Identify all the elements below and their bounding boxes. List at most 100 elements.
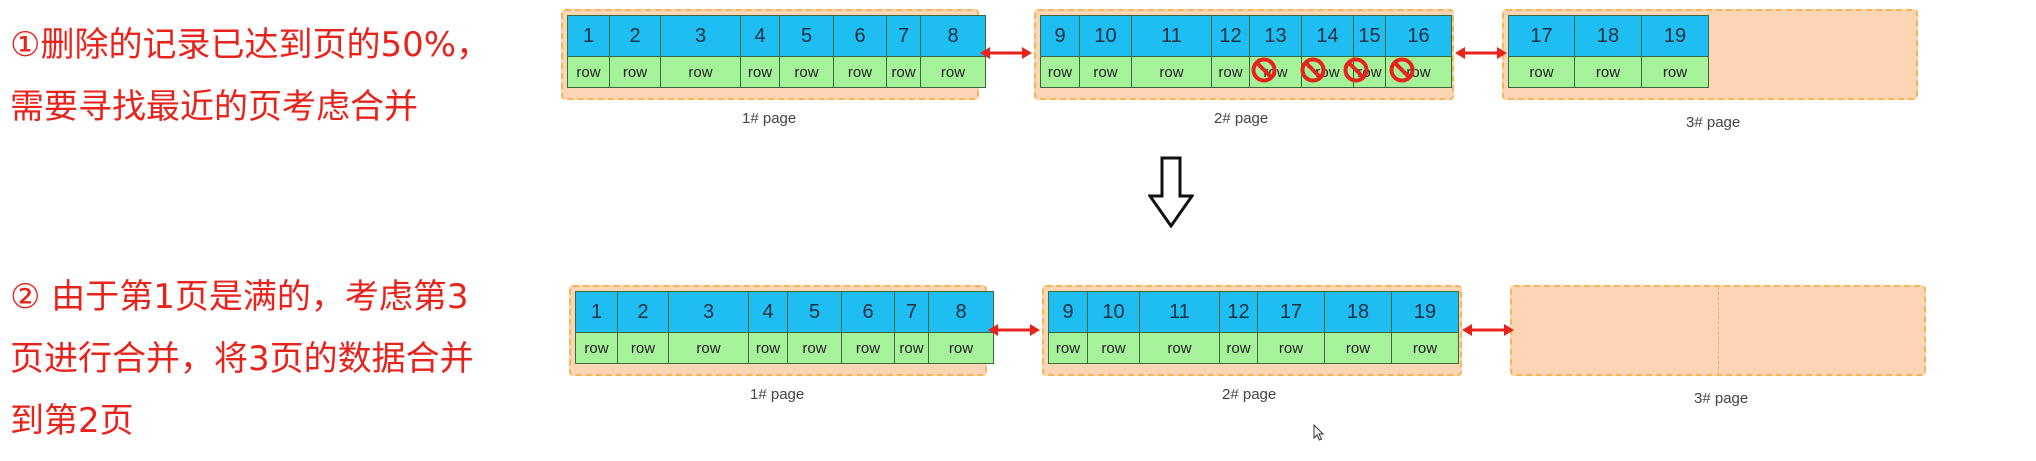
record-key: 9 [1041,16,1079,57]
record-key: 13 [1250,16,1301,57]
record-key: 8 [929,292,993,333]
record-key: 3 [661,16,740,57]
step2-line-3: 到第2页 [10,401,134,441]
record-key: 11 [1140,292,1219,333]
record-key: 1 [568,16,609,57]
bottom-page-3 [1510,285,1926,376]
record-row: row [568,57,609,87]
record-row: row [1392,333,1458,363]
record-row: row [834,57,886,87]
record-key: 2 [610,16,660,57]
double-arrow-icon [1455,47,1507,59]
record-row: row [1212,57,1249,87]
record-key: 12 [1220,292,1257,333]
double-arrow-icon [1462,324,1514,336]
record-row: row [1080,57,1131,87]
prohibited-icon [1251,57,1277,83]
record-key: 4 [741,16,779,57]
record-key: 3 [669,292,748,333]
record-row: row [1220,333,1257,363]
record-key: 6 [842,292,894,333]
prohibited-icon [1343,57,1369,83]
record-key: 18 [1575,16,1641,57]
record-row: row [780,57,833,87]
record-key: 2 [618,292,668,333]
step1-line-2: 需要寻找最近的页考虑合并 [10,87,418,127]
record-key: 17 [1509,16,1574,57]
record-row: row [1642,57,1708,87]
step1-description: ①删除的记录已达到页的50%， 需要寻找最近的页考虑合并 [10,14,490,138]
step2-line-1: ② 由于第1页是满的，考虑第3 [10,277,469,317]
record-key: 4 [749,292,787,333]
record-row: row [1049,333,1087,363]
record-key: 1 [576,292,617,333]
double-arrow-icon [988,324,1040,336]
record-row: row [741,57,779,87]
record-key: 7 [895,292,928,333]
record-key: 8 [921,16,985,57]
record-row: row [1575,57,1641,87]
record-key: 6 [834,16,886,57]
record-key: 11 [1132,16,1211,57]
record-row: row [1509,57,1574,87]
record-row: row [788,333,841,363]
record-row: row [921,57,985,87]
record-key: 17 [1258,292,1324,333]
record-row: row [669,333,748,363]
record-row: row [1325,333,1391,363]
record-row: row [842,333,894,363]
bottom-page-3-label: 3# page [1694,390,1749,407]
record-key: 15 [1354,16,1385,57]
double-arrow-icon [980,47,1032,59]
record-key: 5 [780,16,833,57]
record-row: row [618,333,668,363]
prohibited-icon [1389,57,1415,83]
top-page-1-label: 1# page [742,110,797,127]
record-key: 10 [1080,16,1131,57]
record-row: row [1088,333,1139,363]
record-key: 16 [1386,16,1451,57]
record-row: row [1132,57,1211,87]
record-row: row [610,57,660,87]
record-key: 14 [1302,16,1353,57]
step2-line-2: 页进行合并，将3页的数据合并 [10,339,474,379]
record-row: row [895,333,928,363]
record-key: 12 [1212,16,1249,57]
record-key: 19 [1642,16,1708,57]
record-key: 5 [788,292,841,333]
top-page-2-label: 2# page [1214,110,1269,127]
record-key: 10 [1088,292,1139,333]
